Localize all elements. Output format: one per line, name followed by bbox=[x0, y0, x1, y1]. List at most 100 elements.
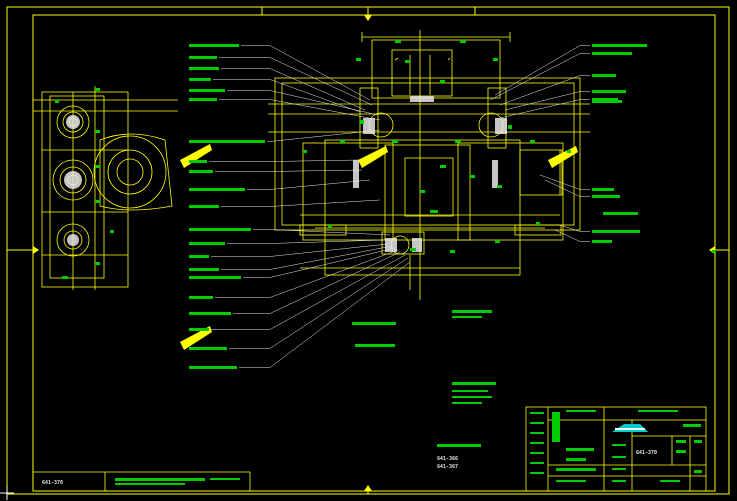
title-block-field bbox=[530, 442, 544, 444]
annotation-mark bbox=[395, 40, 401, 43]
title-block-field bbox=[612, 480, 626, 482]
annotation-mark bbox=[95, 88, 100, 91]
annotation-mark bbox=[712, 250, 716, 253]
leader-line-left bbox=[233, 251, 401, 314]
annotation-mark bbox=[352, 322, 396, 325]
side-view bbox=[33, 86, 178, 290]
leader-line-left bbox=[211, 254, 406, 330]
annotation-mark bbox=[55, 100, 59, 103]
annotation-mark bbox=[452, 316, 482, 318]
leader-line-right bbox=[539, 174, 590, 190]
title-block-field bbox=[530, 472, 544, 474]
leader-line-left bbox=[211, 243, 389, 257]
title-block-field bbox=[556, 480, 586, 482]
title-block-field bbox=[566, 458, 586, 461]
annotation-bar-right bbox=[592, 90, 626, 93]
annotation-bar-right bbox=[592, 52, 632, 55]
annotation-bar-left bbox=[189, 98, 217, 101]
annotation-mark bbox=[410, 248, 416, 251]
crosshair-cursor-icon bbox=[0, 486, 14, 500]
annotation-mark bbox=[508, 125, 512, 129]
leader-line-left bbox=[227, 90, 379, 116]
annotation-mark bbox=[95, 165, 100, 168]
leader-line-left bbox=[253, 229, 391, 236]
annotation-bar-left bbox=[189, 296, 213, 299]
title-block-field bbox=[530, 432, 544, 434]
annotation-mark bbox=[62, 276, 68, 279]
annotation-bar-right bbox=[592, 98, 618, 101]
leader-line-right bbox=[489, 53, 590, 101]
title-block-field bbox=[638, 410, 678, 412]
annotation-bar-left bbox=[189, 242, 225, 245]
annotation-bar-left bbox=[189, 188, 245, 191]
leader-line-right bbox=[544, 179, 590, 197]
annotation-mark bbox=[497, 185, 502, 188]
title-block-field bbox=[660, 480, 680, 482]
annotation-mark bbox=[452, 390, 488, 392]
annotation-bar-right bbox=[592, 188, 614, 191]
annotation-bar-left bbox=[189, 205, 219, 208]
title-block-field bbox=[530, 412, 544, 414]
annotation-bar-left bbox=[189, 67, 219, 70]
left-leader-lines bbox=[209, 45, 411, 368]
annotation-mark bbox=[303, 150, 307, 153]
reference-note-1: 641-366 bbox=[437, 456, 459, 462]
annotation-bar-right bbox=[592, 44, 647, 47]
annotation-bar-left bbox=[189, 312, 231, 315]
right-annotation-bars bbox=[592, 44, 647, 243]
annotation-mark bbox=[567, 150, 571, 153]
title-block-field bbox=[694, 440, 702, 443]
reference-note-2: 641-367 bbox=[437, 464, 459, 470]
leader-line-right bbox=[559, 224, 590, 232]
leader-line-left bbox=[227, 239, 386, 244]
annotation-bar-left bbox=[189, 268, 219, 271]
title-block bbox=[525, 406, 707, 492]
leader-line-left bbox=[247, 179, 371, 190]
title-block-accent bbox=[612, 424, 648, 432]
title-block-field bbox=[566, 410, 596, 412]
annotation-bar-left bbox=[189, 366, 237, 369]
title-block-field bbox=[612, 456, 626, 458]
leader-line-left bbox=[209, 159, 361, 162]
title-block-field bbox=[612, 444, 626, 446]
left-annotation-bars bbox=[189, 44, 265, 369]
title-block-field bbox=[530, 422, 544, 424]
side-view-bearings bbox=[64, 115, 82, 246]
annotation-bar-left bbox=[189, 228, 251, 231]
title-block-field bbox=[556, 468, 596, 471]
annotation-mark bbox=[460, 40, 466, 43]
annotation-mark bbox=[470, 175, 475, 178]
annotation-mark bbox=[340, 140, 345, 143]
annotation-mark bbox=[328, 225, 332, 228]
annotation-bar-left bbox=[189, 160, 207, 163]
annotation-mark bbox=[110, 230, 114, 233]
annotation-bar-left bbox=[189, 56, 217, 59]
leader-line-right bbox=[499, 75, 590, 106]
leader-line-left bbox=[215, 169, 363, 172]
annotation-bar-left bbox=[189, 328, 209, 331]
annotation-bar-left bbox=[189, 78, 211, 81]
annotation-mark bbox=[360, 120, 364, 124]
title-block-field bbox=[694, 470, 702, 473]
annotation-mark bbox=[95, 262, 100, 265]
leader-line-left bbox=[215, 249, 399, 298]
annotation-mark bbox=[440, 80, 445, 83]
leader-line-left bbox=[267, 129, 381, 142]
annotation-mark bbox=[452, 382, 496, 385]
leader-line-left bbox=[229, 257, 409, 349]
annotation-mark bbox=[603, 212, 638, 215]
leader-line-right bbox=[504, 91, 590, 111]
annotation-mark bbox=[355, 344, 395, 347]
annotation-mark bbox=[493, 58, 498, 61]
annotation-mark bbox=[440, 165, 446, 168]
leader-line-right bbox=[494, 45, 590, 96]
annotation-mark bbox=[450, 250, 455, 253]
scattered-annotation-bars bbox=[55, 40, 716, 447]
leader-line-right bbox=[499, 99, 590, 119]
annotation-bar-right bbox=[592, 240, 612, 243]
leader-line-left bbox=[243, 247, 396, 278]
main-view-filled-parts bbox=[353, 96, 507, 252]
annotation-mark bbox=[530, 140, 535, 143]
annotation-mark bbox=[452, 402, 482, 404]
